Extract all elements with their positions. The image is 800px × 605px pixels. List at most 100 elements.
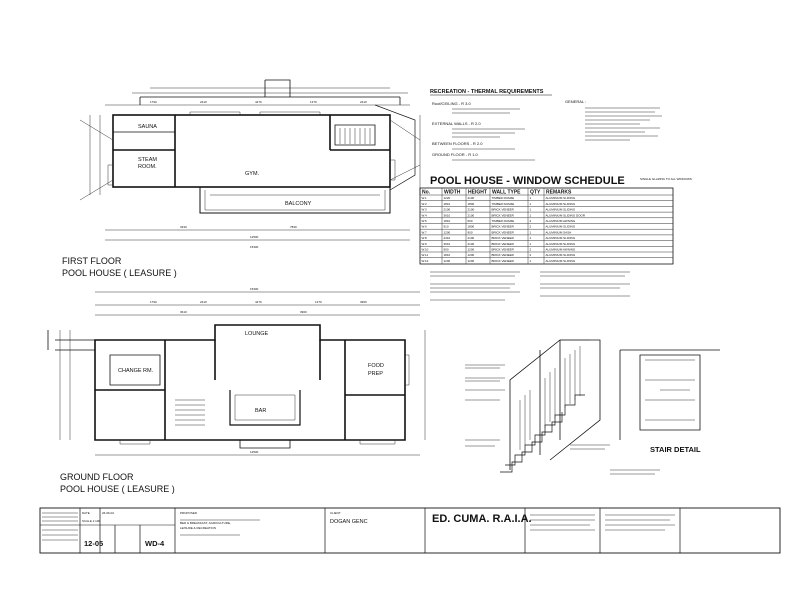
schedule-header-cell: WALL TYPE: [492, 190, 521, 196]
first-floor-plan: 1790 2410 4470 1370 2410 3330 7830 12500…: [62, 79, 421, 278]
schedule-cell: 1810: [444, 202, 451, 206]
dim-label: 3330: [180, 225, 187, 229]
schedule-cell: BRICK VENEER: [492, 242, 515, 246]
drawing-number: WD-4: [145, 539, 165, 548]
room-label-prep: PREP: [368, 371, 383, 377]
schedule-cell: 1810: [444, 219, 451, 223]
schedule-cell: ALUMINIUM AWNING: [546, 219, 576, 223]
scale-label: SCALE 1:100: [82, 519, 101, 523]
room-label-balcony: BALCONY: [285, 201, 312, 207]
schedule-cell: ALUMINIUM SLIDING: [546, 208, 576, 212]
schedule-cell: 2100: [468, 196, 475, 200]
schedule-cell: 1200: [444, 259, 451, 263]
schedule-cell: 1: [530, 202, 532, 206]
dim-label: 12500: [250, 450, 259, 454]
schedule-cell: 1: [530, 230, 532, 234]
schedule-cell: BRICK VENEER: [492, 253, 515, 257]
schedule-cell: BRICK VENEER: [492, 259, 515, 263]
schedule-cell: ALUMINIUM SLIDING: [546, 253, 576, 257]
schedule-header-cell: No.: [422, 190, 431, 196]
schedule-cell: TIMBER FRAME: [492, 219, 515, 223]
dim-label: 2410: [200, 300, 207, 304]
room-label-bar: BAR: [255, 408, 266, 414]
schedule-cell: BRICK VENEER: [492, 213, 515, 217]
dim-label: 3610: [180, 310, 187, 314]
project-label: PROPOSED: [180, 511, 198, 515]
room-label-steam: STEAM: [138, 157, 157, 163]
recreation-item: EXTERNAL WALLS - R 2.0: [432, 121, 481, 126]
schedule-cell: ALUMINIUM SLIDING: [546, 225, 576, 229]
job-number: 12-05: [84, 539, 103, 548]
schedule-cell: 2100: [468, 242, 475, 246]
schedule-cell: W.5: [422, 219, 427, 223]
schedule-cell: BRICK VENEER: [492, 230, 515, 234]
architect-name: ED. CUMA. R.A.I.A.: [432, 513, 532, 525]
schedule-cell: BRICK VENEER: [492, 248, 515, 252]
schedule-cell: 1800: [468, 225, 475, 229]
client-label: CLIENT: [330, 511, 341, 515]
room-label-gym: GYM.: [245, 171, 260, 177]
schedule-cell: W.4: [422, 213, 427, 217]
schedule-cell: ALUMINIUM SLIDING: [546, 236, 576, 240]
window-schedule-note: SINGLE GLAZING TO ALL WINDOWS: [640, 177, 692, 181]
client-name: DOGAN GENC: [330, 519, 368, 525]
schedule-header-cell: QTY: [530, 190, 541, 196]
schedule-cell: ALUMINIUM SLIDING: [546, 242, 576, 246]
schedule-cell: TIMBER FRAME: [492, 202, 515, 206]
schedule-cell: 900: [468, 230, 473, 234]
ground-floor-plan: 15300 1790 2410 4470 1370 3960 3610 3960…: [47, 287, 426, 494]
general-heading: GENERAL :: [565, 99, 586, 104]
dim-label: 3960: [300, 310, 307, 314]
schedule-cell: 910: [444, 225, 449, 229]
dim-label: 2410: [200, 100, 207, 104]
schedule-cell: W.3: [422, 208, 427, 212]
dim-label: 1370: [310, 100, 317, 104]
schedule-cell: 2100: [468, 208, 475, 212]
schedule-cell: TIMBER FRAME: [492, 196, 515, 200]
date-value: 26-06-02: [102, 511, 114, 515]
schedule-cell: 2: [530, 248, 532, 252]
schedule-cell: 1: [530, 242, 532, 246]
schedule-cell: 1: [530, 208, 532, 212]
schedule-cell: 1: [530, 196, 532, 200]
schedule-cell: 2100: [444, 208, 451, 212]
schedule-cell: 600: [468, 219, 473, 223]
schedule-cell: 2410: [444, 236, 451, 240]
dim-label: 7830: [290, 225, 297, 229]
schedule-cell: 2100: [468, 236, 475, 240]
schedule-cell: ALUMINIUM SLIDING: [546, 202, 576, 206]
schedule-cell: W.10: [422, 248, 429, 252]
recreation-item: Roof/CEILING - R 3.0: [432, 101, 471, 106]
stair-detail: STAIR DETAIL: [465, 339, 720, 475]
stair-detail-title: STAIR DETAIL: [650, 445, 701, 454]
schedule-cell: ALUMINIUM SASH: [546, 230, 572, 234]
room-label-change: CHANGE RM.: [118, 368, 154, 374]
schedule-cell: 1: [530, 259, 532, 263]
schedule-cell: 1200: [468, 248, 475, 252]
schedule-cell: 1200: [468, 253, 475, 257]
dim-label: 15300: [250, 287, 259, 291]
schedule-cell: BRICK VENEER: [492, 225, 515, 229]
schedule-cell: BRICK VENEER: [492, 236, 515, 240]
schedule-cell: W.7: [422, 230, 427, 234]
schedule-cell: 1800: [468, 202, 475, 206]
dim-label: 1790: [150, 300, 157, 304]
schedule-cell: 1810: [444, 253, 451, 257]
schedule-cell: W.1: [422, 196, 427, 200]
schedule-cell: W.12: [422, 259, 429, 263]
schedule-cell: 2: [530, 219, 532, 223]
schedule-cell: 1: [530, 236, 532, 240]
schedule-cell: W.9: [422, 242, 427, 246]
title-block: DATE 26-06-02 SCALE 1:100 12-05 WD-4 PRO…: [39, 507, 781, 554]
first-floor-title-line2: POOL HOUSE ( LEASURE ): [62, 268, 177, 278]
room-label-lounge: LOUNGE: [245, 331, 269, 337]
schedule-cell: ALUMINIUM SLIDING: [546, 259, 576, 263]
schedule-cell: 2100: [468, 213, 475, 217]
schedule-cell: W.11: [422, 253, 429, 257]
schedule-cell: ALUMINIUM SLIDING: [546, 196, 576, 200]
schedule-cell: 3610: [444, 242, 451, 246]
schedule-cell: ALUMINIUM AWNING: [546, 248, 576, 252]
schedule-cell: 3610: [444, 213, 451, 217]
schedule-header-cell: HEIGHT: [468, 190, 487, 196]
